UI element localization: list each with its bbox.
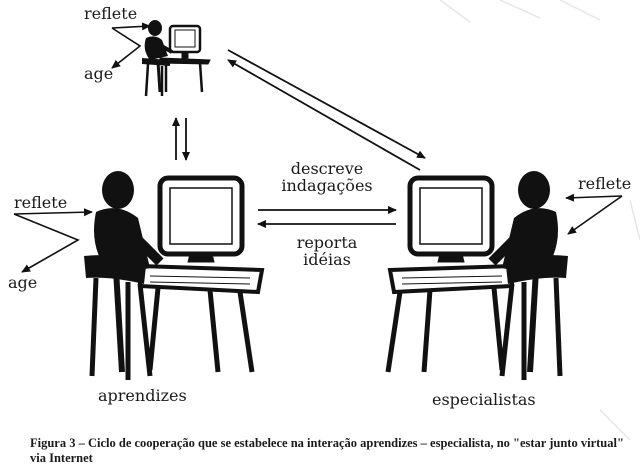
left-age-arrow [13, 213, 80, 273]
top-reflete-arrow [111, 22, 151, 31]
diagonal-arrow-to-right [227, 49, 426, 159]
reporta-line1: reporta [296, 233, 358, 252]
top-age-arrow [111, 27, 142, 69]
descreve-line2: indagações [281, 175, 373, 195]
aprendizes-label: aprendizes [98, 386, 187, 405]
top-reflete-label: reflete [84, 4, 138, 23]
person-especialistas [385, 171, 568, 380]
figure-caption: Figura 3 – Ciclo de cooperação que se es… [30, 436, 624, 465]
right-reflete-arrow-2 [567, 195, 623, 235]
right-reflete-label: reflete [578, 174, 632, 193]
especialistas-label: especialistas [432, 390, 536, 409]
right-reflete-arrow-1 [565, 193, 623, 202]
reporta-label: reporta idéias [262, 233, 392, 269]
descreve-label: descreve indagações [262, 159, 392, 195]
background-decoration [439, 0, 640, 441]
top-age-label: age [84, 64, 114, 83]
descreve-line1: descreve [290, 159, 364, 178]
person-at-computer-top [142, 20, 211, 97]
left-reflete-label: reflete [14, 193, 68, 212]
left-age-label: age [8, 273, 38, 292]
person-aprendizes [84, 171, 265, 380]
reporta-line2: idéias [303, 249, 351, 269]
diagonal-arrow-to-top [227, 59, 421, 171]
left-reflete-arrow [13, 208, 93, 217]
